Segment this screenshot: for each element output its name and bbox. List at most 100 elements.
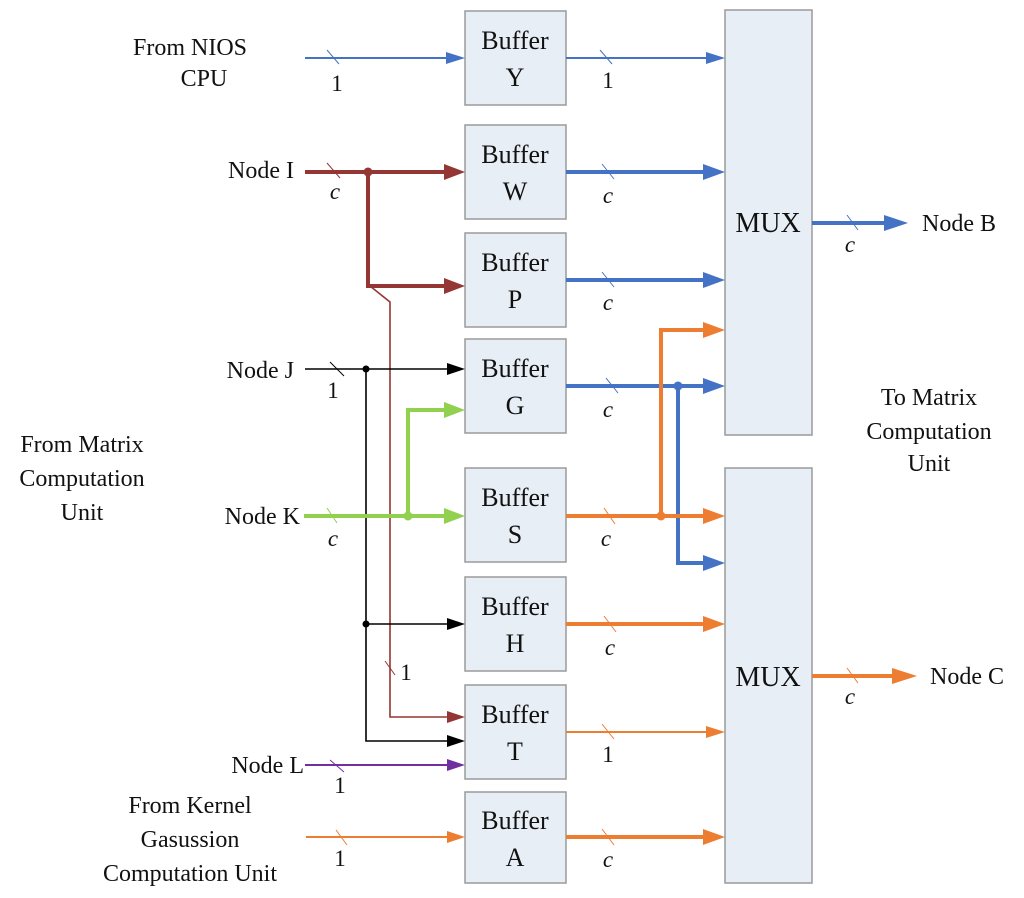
buffer-h: Buffer H: [464, 576, 567, 672]
label-from-kernel-line1: From Kernel: [128, 793, 252, 819]
width-label: 1: [602, 68, 614, 93]
mux-bottom-box: [724, 467, 813, 884]
width-label: 1: [400, 660, 412, 685]
arrowhead-icon: [703, 616, 725, 632]
label-from-kernel-line2: Gasussion: [141, 827, 240, 853]
label-node-j: Node J: [227, 358, 294, 384]
wire-buffer-w-to-mux: c: [566, 163, 725, 208]
buffer-a-label: Buffer: [481, 806, 549, 835]
buffer-y-id: Y: [506, 63, 525, 92]
label-from-matrix-line2: Computation: [19, 466, 144, 492]
width-label: c: [605, 635, 615, 660]
mux-top: MUX: [724, 9, 813, 436]
arrowhead-icon: [444, 278, 465, 294]
arrowhead-icon: [447, 618, 465, 630]
mux-top-box: [724, 9, 813, 436]
arrowhead-icon: [703, 829, 725, 845]
width-label: c: [330, 179, 340, 204]
wire-node-j: 1: [305, 361, 465, 747]
wire-buffer-g-to-muxes: c: [566, 377, 725, 571]
width-label: c: [603, 397, 613, 422]
buffer-s-label: Buffer: [481, 483, 549, 512]
buffer-a-box: [464, 791, 567, 884]
arrowhead-icon: [444, 402, 465, 418]
label-from-nios: From NIOS CPU: [133, 35, 247, 92]
bus-slash: [846, 667, 859, 684]
bus-slash: [601, 723, 615, 740]
arrowhead-icon: [444, 508, 465, 524]
bus-slash: [384, 660, 396, 676]
wire-buffer-s-to-muxes: c: [566, 322, 725, 551]
bus-slash: [326, 49, 340, 65]
buffer-t-label: Buffer: [481, 700, 549, 729]
mux-top-label: MUX: [735, 208, 800, 239]
buffer-w-box: [464, 124, 567, 220]
buffer-s: Buffer S: [464, 467, 567, 563]
arrowhead-icon: [703, 272, 725, 288]
wire-kernel-to-buffer-a: 1: [306, 829, 465, 871]
wire-buffer-a-to-mux: c: [566, 828, 725, 872]
arrowhead-icon: [446, 52, 465, 64]
arrowhead-icon: [884, 215, 908, 231]
buffer-a-id: A: [506, 843, 525, 872]
wire-mux-top-to-node-b: c: [812, 214, 908, 257]
wire-node-l: 1: [305, 759, 465, 798]
width-label: 1: [331, 71, 343, 96]
label-from-nios-line2: CPU: [181, 66, 228, 92]
width-label: 1: [602, 742, 614, 767]
width-label: c: [328, 526, 338, 551]
bus-slash: [603, 507, 616, 525]
mux-bottom-label: MUX: [735, 662, 800, 693]
buffer-g-label: Buffer: [481, 354, 549, 383]
buffer-a: Buffer A: [464, 791, 567, 884]
arrowhead-icon: [703, 322, 725, 338]
bus-slash: [601, 828, 615, 846]
buffer-h-label: Buffer: [481, 592, 549, 621]
buffer-s-box: [464, 467, 567, 563]
width-label: c: [603, 290, 613, 315]
buffer-w-label: Buffer: [481, 140, 549, 169]
bus-slash: [329, 759, 345, 773]
buffer-g: Buffer G: [464, 338, 567, 434]
buffer-t: Buffer T: [464, 684, 567, 780]
buffer-s-id: S: [508, 520, 522, 549]
bus-slash: [329, 361, 345, 377]
label-from-kernel-line3: Computation Unit: [103, 861, 277, 887]
wire-buffer-t-to-mux: 1: [566, 723, 725, 767]
buffer-p-id: P: [508, 285, 522, 314]
arrowhead-icon: [447, 759, 465, 771]
width-label: c: [845, 684, 855, 709]
label-to-matrix-line2: Computation: [866, 419, 991, 445]
arrowhead-icon: [447, 831, 465, 843]
mux-bottom: MUX: [724, 467, 813, 884]
wire-buffer-y-to-mux: 1: [566, 49, 725, 93]
arrowhead-icon: [706, 726, 725, 738]
label-node-c: Node C: [930, 664, 1004, 690]
width-label: c: [603, 847, 613, 872]
bus-slash: [601, 163, 615, 180]
width-label: 1: [334, 773, 346, 798]
label-node-b: Node B: [922, 211, 996, 237]
arrowhead-icon: [447, 363, 465, 375]
label-to-matrix-line1: To Matrix: [881, 385, 977, 411]
label-from-matrix: From Matrix Computation Unit: [19, 432, 144, 526]
wire-node-k: c: [304, 402, 465, 551]
label-to-matrix: To Matrix Computation Unit: [866, 385, 991, 477]
buffer-h-id: H: [506, 629, 525, 658]
bus-slash: [599, 49, 613, 65]
label-from-kernel: From Kernel Gasussion Computation Unit: [103, 793, 277, 887]
label-from-nios-line1: From NIOS: [133, 35, 247, 61]
buffer-y-label: Buffer: [481, 26, 549, 55]
buffer-t-id: T: [507, 737, 523, 766]
wire-buffer-p-to-mux: c: [566, 271, 725, 315]
bus-slash: [326, 507, 338, 524]
arrowhead-icon: [706, 52, 725, 64]
buffer-t-box: [464, 684, 567, 780]
arrowhead-icon: [703, 555, 725, 571]
arrowhead-icon: [444, 164, 465, 180]
width-label: c: [845, 232, 855, 257]
bus-slash: [335, 829, 348, 846]
buffer-y-box: [464, 10, 567, 106]
label-from-matrix-line3: Unit: [61, 500, 104, 526]
